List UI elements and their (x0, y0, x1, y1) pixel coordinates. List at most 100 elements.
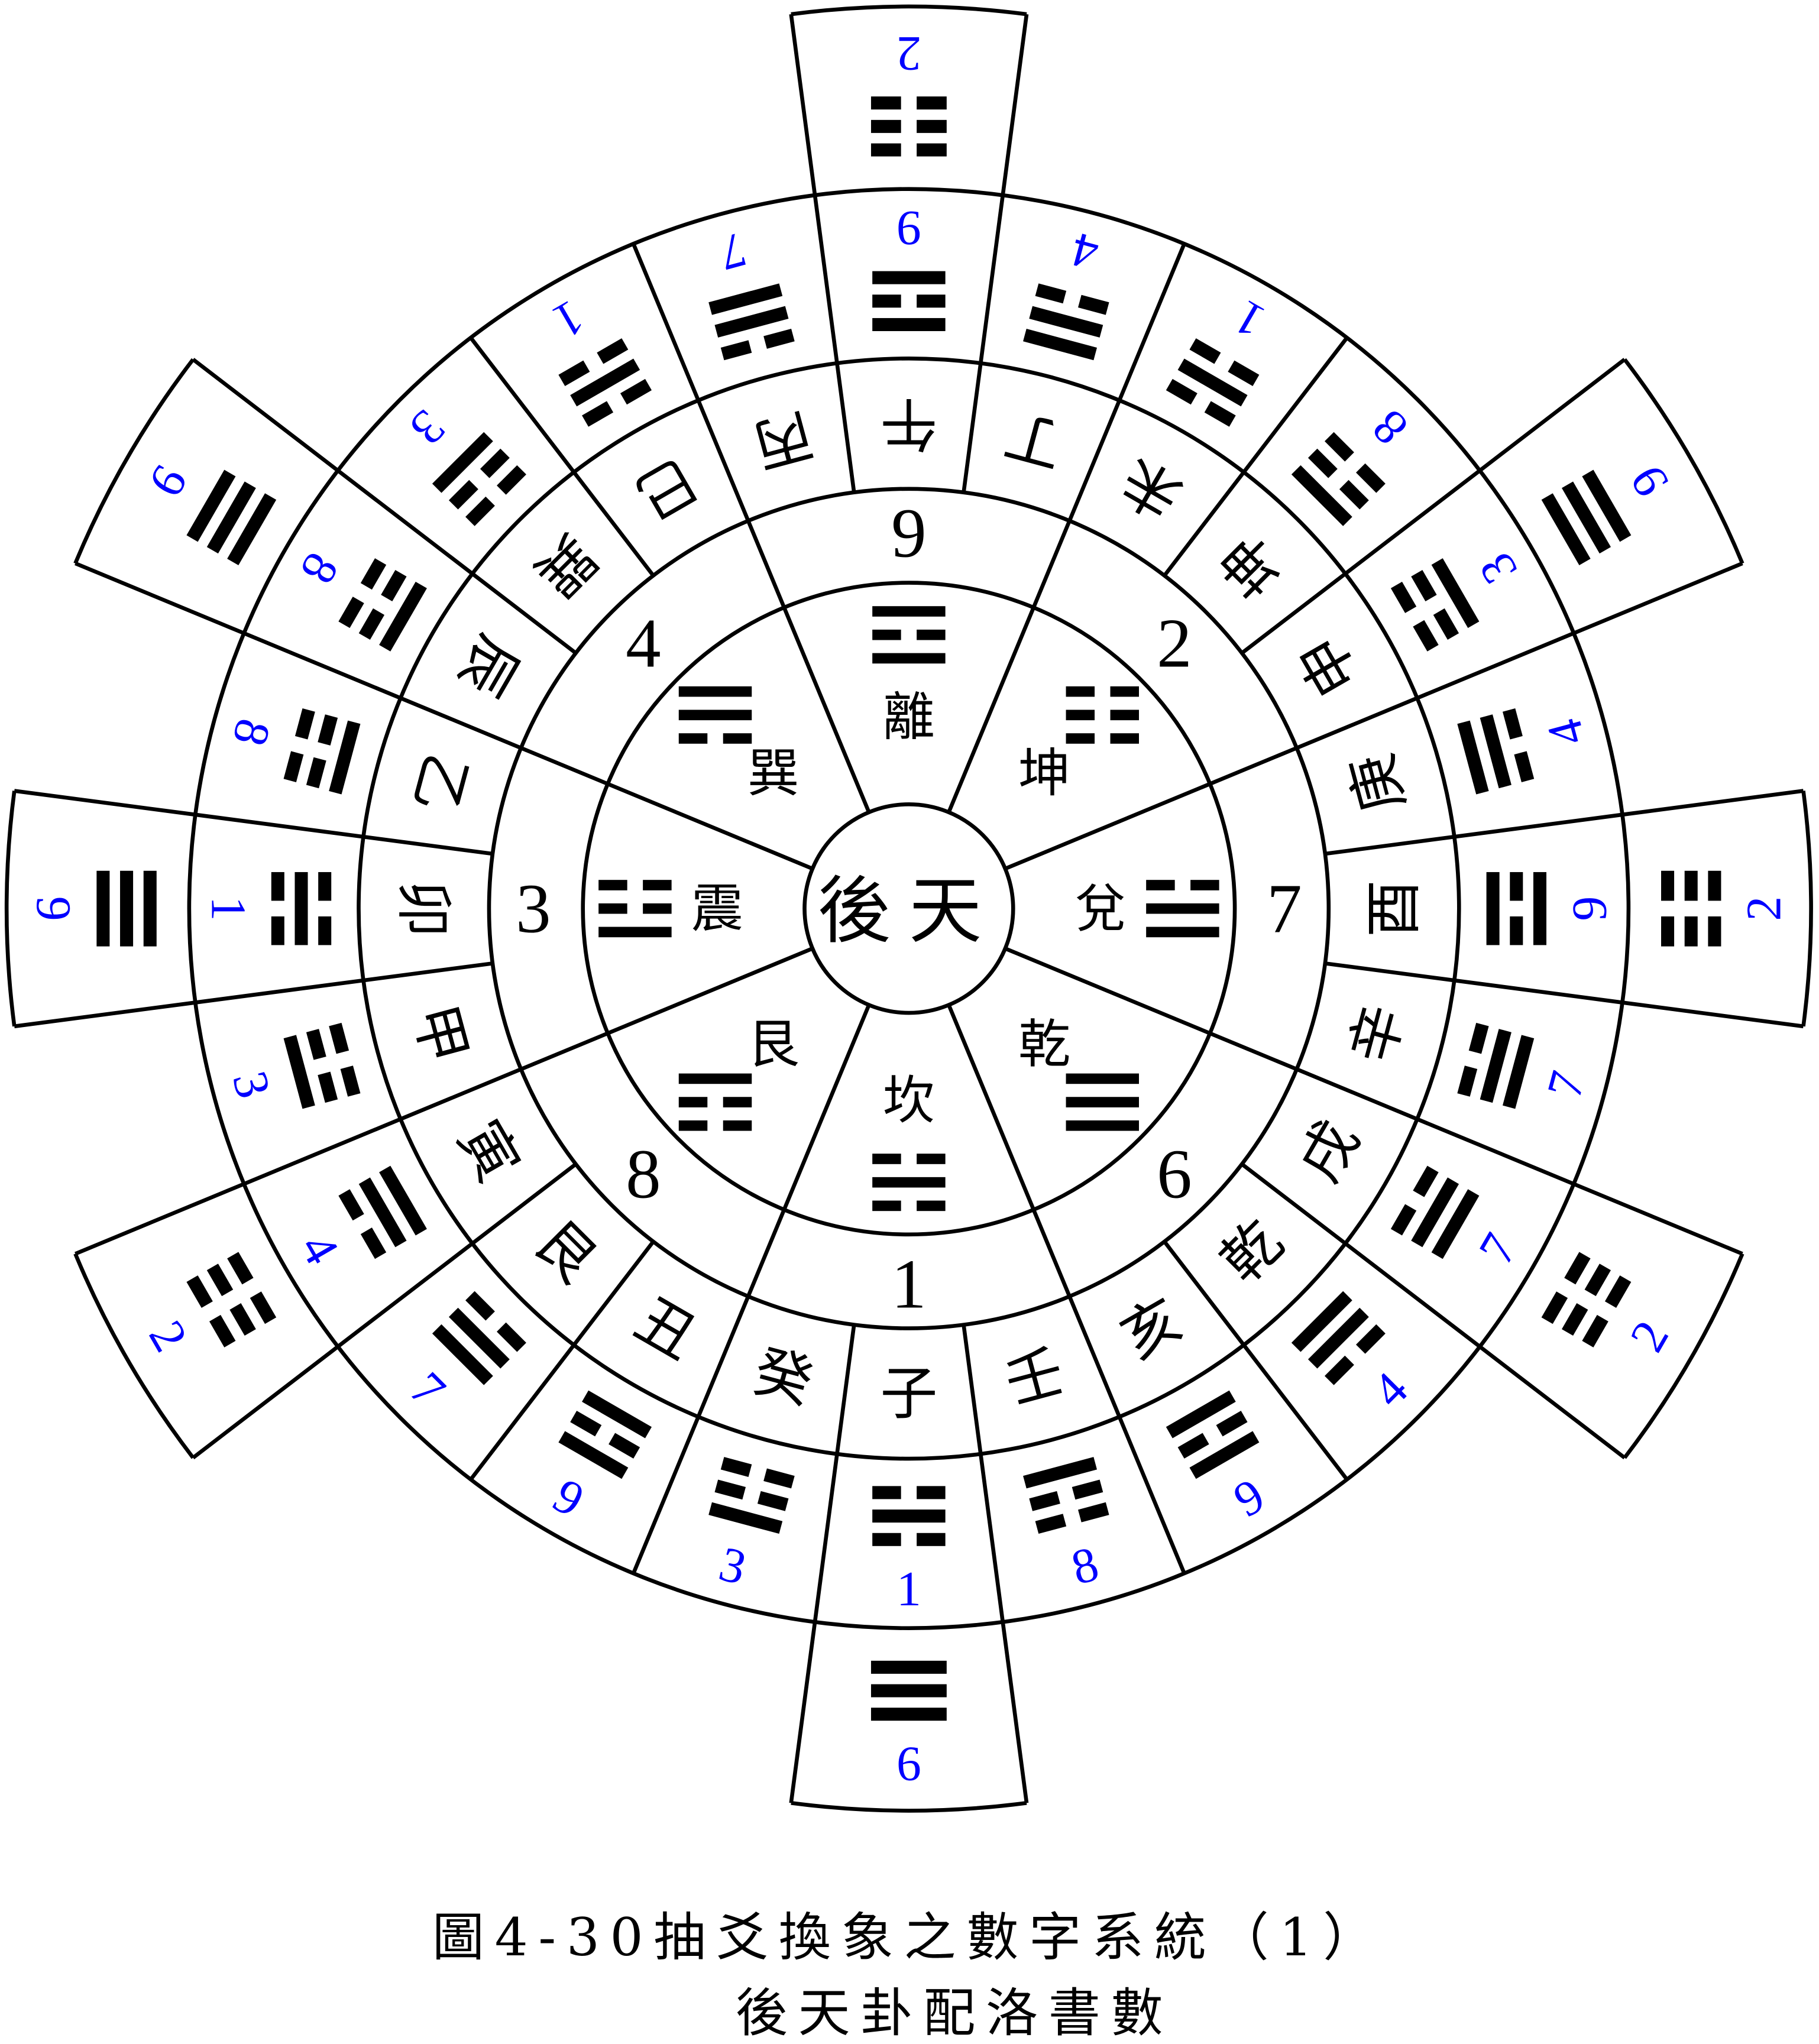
yin-line-left (338, 597, 364, 629)
yin-line-left (720, 340, 752, 361)
yang-line (1307, 1307, 1369, 1369)
yin-line-right (917, 119, 947, 133)
yin-line-left (209, 1314, 236, 1347)
mountain-divider (962, 1324, 1005, 1622)
yin-line-right (917, 294, 946, 308)
mountain-divider (195, 812, 493, 856)
yang-line (1029, 306, 1103, 338)
tab-outer-arc (5, 791, 17, 1027)
ring-trigram-icon (1390, 1165, 1480, 1259)
yang-line (872, 653, 946, 664)
ring-trigram-icon (1291, 1291, 1386, 1385)
yin-line-left (229, 1303, 256, 1336)
tab-trigram-icon (870, 1660, 947, 1721)
yin-line-right (1029, 1491, 1060, 1511)
yin-line-left (1584, 1264, 1611, 1297)
yang-line (1431, 558, 1480, 629)
yin-line-left (465, 496, 495, 526)
mountain-divider (1163, 336, 1349, 577)
caption-line-2: 後天卦配洛書數 (736, 1983, 1174, 2043)
yang-line (678, 686, 752, 697)
luoshu-number: 7 (1267, 870, 1302, 948)
yang-line (283, 1035, 315, 1109)
tab-outer-arc (73, 358, 195, 565)
yin-line-left (1502, 708, 1523, 740)
yin-line-right (723, 733, 752, 744)
yang-line (1189, 1431, 1260, 1479)
yin-line-left (1146, 880, 1175, 890)
sector-divider (746, 1004, 871, 1297)
tab-edge (1478, 358, 1626, 472)
yang-line (872, 1509, 946, 1523)
trigram-ring-outer (187, 187, 1631, 1631)
outer-tab: 2 (1622, 789, 1813, 1029)
yin-line-right (1582, 1314, 1608, 1347)
yin-line-left (1066, 733, 1095, 744)
tab-edge (75, 561, 245, 636)
tab-trigram-icon (1661, 870, 1721, 947)
luoshu-ring-outer (487, 487, 1331, 1330)
yang-line (448, 1307, 510, 1369)
yin-line-right (1035, 1514, 1067, 1534)
tab-number: 2 (1737, 896, 1792, 921)
tab-outer-arc (73, 1253, 195, 1459)
yin-line-right (1339, 480, 1369, 510)
sector-divider (1004, 746, 1298, 871)
yin-line-right (329, 1022, 349, 1054)
yin-line-left (1468, 1022, 1489, 1054)
yin-line-right (1177, 1433, 1209, 1459)
yin-line-left (763, 1468, 795, 1489)
ring-number: 1 (896, 1562, 921, 1617)
tab-edge (192, 358, 339, 472)
trigram-name: 坤 (1018, 743, 1070, 804)
yin-line-right (1541, 1291, 1568, 1324)
yin-line-right (763, 329, 795, 349)
ring-trigram-icon (558, 1390, 652, 1479)
yang-line (379, 581, 427, 652)
tab-edge (1478, 1345, 1626, 1460)
mountain-divider (1163, 1240, 1349, 1481)
yang-line (1457, 720, 1489, 795)
yin-line-right (872, 1533, 901, 1546)
yang-line (1411, 1177, 1459, 1248)
yin-line-left (1066, 686, 1095, 697)
tab-edge (75, 1182, 245, 1256)
yin-line-left (497, 1322, 526, 1352)
ring-trigram-icon (1023, 1457, 1109, 1534)
yang-line (1291, 465, 1352, 526)
yang-line (872, 318, 946, 331)
yin-line-left (598, 903, 627, 914)
yin-line-left (1166, 378, 1197, 405)
ring-trigram-icon (432, 1291, 526, 1385)
yang-line (1146, 927, 1219, 938)
yin-line-left (358, 608, 385, 640)
yang-line (870, 1660, 947, 1674)
trigram-name: 兌 (1074, 878, 1127, 939)
mountain-divider (1067, 1295, 1186, 1575)
yang-line (1023, 329, 1098, 361)
yin-line-left (598, 880, 627, 890)
yin-line-left (1066, 710, 1095, 721)
yin-line-left (1708, 870, 1721, 901)
tab-number: 9 (26, 896, 81, 921)
luoshu-number: 9 (891, 494, 927, 572)
outer-tab: 9 (5, 789, 196, 1029)
ring-trigram-icon (432, 432, 526, 526)
mountain-divider (962, 195, 1005, 493)
yin-line-left (558, 360, 590, 386)
yin-line-right (294, 708, 315, 740)
yin-line-right (497, 465, 526, 495)
yin-line-right (1561, 1303, 1588, 1336)
yin-line-right (1433, 608, 1459, 640)
mountain-cell: 午9 (872, 200, 946, 457)
yin-line-left (582, 401, 614, 427)
ring-trigram-icon (271, 872, 332, 945)
yin-line-left (678, 1120, 708, 1131)
yin-line-right (643, 880, 672, 890)
yin-line-left (1661, 870, 1675, 901)
ring-trigram-icon (708, 1457, 795, 1534)
yin-line-right (1355, 463, 1386, 493)
yang-line (1023, 1457, 1098, 1489)
luoshu-number: 8 (626, 1135, 661, 1213)
yang-line (379, 1165, 427, 1236)
